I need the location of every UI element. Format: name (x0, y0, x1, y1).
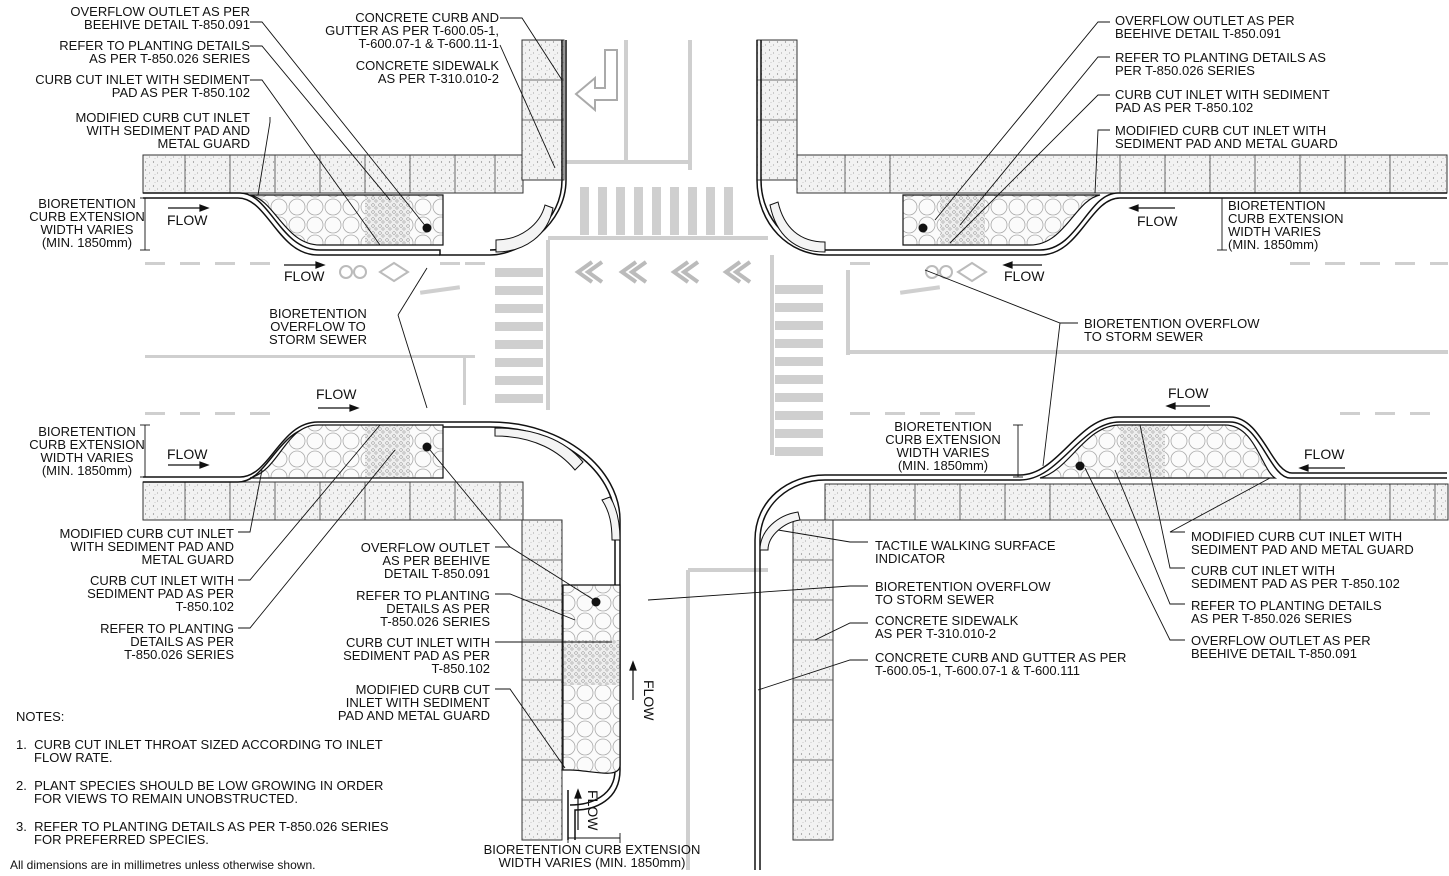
flow-label-nw-2: FLOW (284, 268, 325, 284)
bc-overflow-outlet-label: OVERFLOW OUTLET AS PER BEEHIVE DETAIL T-… (360, 540, 490, 581)
flow-label-se-1: FLOW (1168, 385, 1209, 401)
tl-modified-inlet-label: MODIFIED CURB CUT INLET WITH SEDIMENT PA… (75, 110, 250, 151)
road-markings (145, 40, 1448, 870)
bl-bioretention-width-label: BIORETENTION CURB EXTENSION WIDTH VARIES… (29, 424, 145, 478)
br-curb-cut-label: CURB CUT INLET WITH SEDIMENT PAD AS PER … (1191, 563, 1400, 591)
crosswalk-north (580, 187, 733, 235)
flow-label-se-2: FLOW (1304, 446, 1345, 462)
bl-modified-inlet-label: MODIFIED CURB CUT INLET WITH SEDIMENT PA… (59, 526, 234, 567)
tl-overflow-outlet-label: OVERFLOW OUTLET AS PER BEEHIVE DETAIL T-… (70, 4, 250, 32)
tactile-indicators (494, 201, 826, 551)
bl-curb-cut-label: CURB CUT INLET WITH SEDIMENT PAD AS PER … (87, 573, 234, 614)
bc-modified-inlet-label: MODIFIED CURB CUT INLET WITH SEDIMENT PA… (337, 682, 490, 723)
bc-planting-label: REFER TO PLANTING DETAILS AS PER T-850.0… (356, 588, 490, 629)
bc-curb-cut-label: CURB CUT INLET WITH SEDIMENT PAD AS PER … (343, 635, 490, 676)
tl-sidewalk-label: CONCRETE SIDEWALK AS PER T-310.010-2 (355, 58, 499, 86)
note-1: 1. CURB CUT INLET THROAT SIZED ACCORDING… (16, 737, 383, 765)
tr-bioretention-width-label: BIORETENTION CURB EXTENSION WIDTH VARIES… (1228, 198, 1344, 252)
curb-lines (143, 40, 1447, 870)
br-modified-inlet-label: MODIFIED CURB CUT INLET WITH SEDIMENT PA… (1191, 529, 1414, 557)
flow-label-sw-2: FLOW (167, 446, 208, 462)
tl-overflow-sewer-label: BIORETENTION OVERFLOW TO STORM SEWER (269, 306, 367, 347)
br-tactile-label: TACTILE WALKING SURFACE INDICATOR (875, 538, 1056, 566)
br-sidewalk-label: CONCRETE SIDEWALK AS PER T-310.010-2 (875, 613, 1019, 641)
dimension-lines (140, 197, 1227, 843)
tr-modified-inlet-label: MODIFIED CURB CUT INLET WITH SEDIMENT PA… (1115, 123, 1338, 151)
tl-planting-label: REFER TO PLANTING DETAILS AS PER T-850.0… (59, 38, 250, 66)
tr-planting-label: REFER TO PLANTING DETAILS AS PER T-850.0… (1115, 50, 1326, 78)
bc-bioretention-width-label: BIORETENTION CURB EXTENSION WIDTH VARIES… (483, 842, 701, 870)
br-overflow-sewer-label: BIORETENTION OVERFLOW TO STORM SEWER (875, 579, 1051, 607)
tr-curb-cut-label: CURB CUT INLET WITH SEDIMENT PAD AS PER … (1115, 87, 1330, 115)
tl-concrete-curb-label: CONCRETE CURB AND GUTTER AS PER T-600.05… (325, 10, 499, 51)
tl-curb-cut-label: CURB CUT INLET WITH SEDIMENT PAD AS PER … (35, 72, 250, 100)
tl-bioretention-width-label: BIORETENTION CURB EXTENSION WIDTH VARIES… (29, 196, 145, 250)
bioretention-cells (249, 194, 1278, 774)
flow-arrows (168, 204, 1345, 830)
br-bioretention-width-label: BIORETENTION CURB EXTENSION WIDTH VARIES… (885, 419, 1001, 473)
br-planting-label: REFER TO PLANTING DETAILS AS PER T-850.0… (1191, 598, 1382, 626)
bl-planting-label: REFER TO PLANTING DETAILS AS PER T-850.0… (100, 621, 234, 662)
tr-overflow-sewer-label: BIORETENTION OVERFLOW TO STORM SEWER (1084, 316, 1260, 344)
crosswalk-west (495, 268, 543, 403)
crosswalk-east (775, 285, 823, 456)
br-concrete-curb-label: CONCRETE CURB AND GUTTER AS PER T-600.05… (875, 650, 1127, 678)
flow-label-ne-2: FLOW (1004, 268, 1045, 284)
footer-note: All dimensions are in millimetres unless… (10, 858, 316, 872)
leader-lines (238, 17, 1271, 769)
note-2: 2. PLANT SPECIES SHOULD BE LOW GROWING I… (16, 778, 384, 806)
paving-joints (184, 79, 1436, 801)
flow-label-s-2: FLOW (585, 790, 601, 831)
flow-label-sw-1: FLOW (316, 386, 357, 402)
flow-label-s-1: FLOW (641, 680, 657, 721)
flow-label-ne-1: FLOW (1137, 213, 1178, 229)
tr-overflow-outlet-label: OVERFLOW OUTLET AS PER BEEHIVE DETAIL T-… (1115, 13, 1295, 41)
br-overflow-outlet-label: OVERFLOW OUTLET AS PER BEEHIVE DETAIL T-… (1191, 633, 1371, 661)
notes-title: NOTES: (16, 709, 65, 724)
flow-label-nw-1: FLOW (167, 212, 208, 228)
note-3: 3. REFER TO PLANTING DETAILS AS PER T-85… (16, 819, 389, 847)
